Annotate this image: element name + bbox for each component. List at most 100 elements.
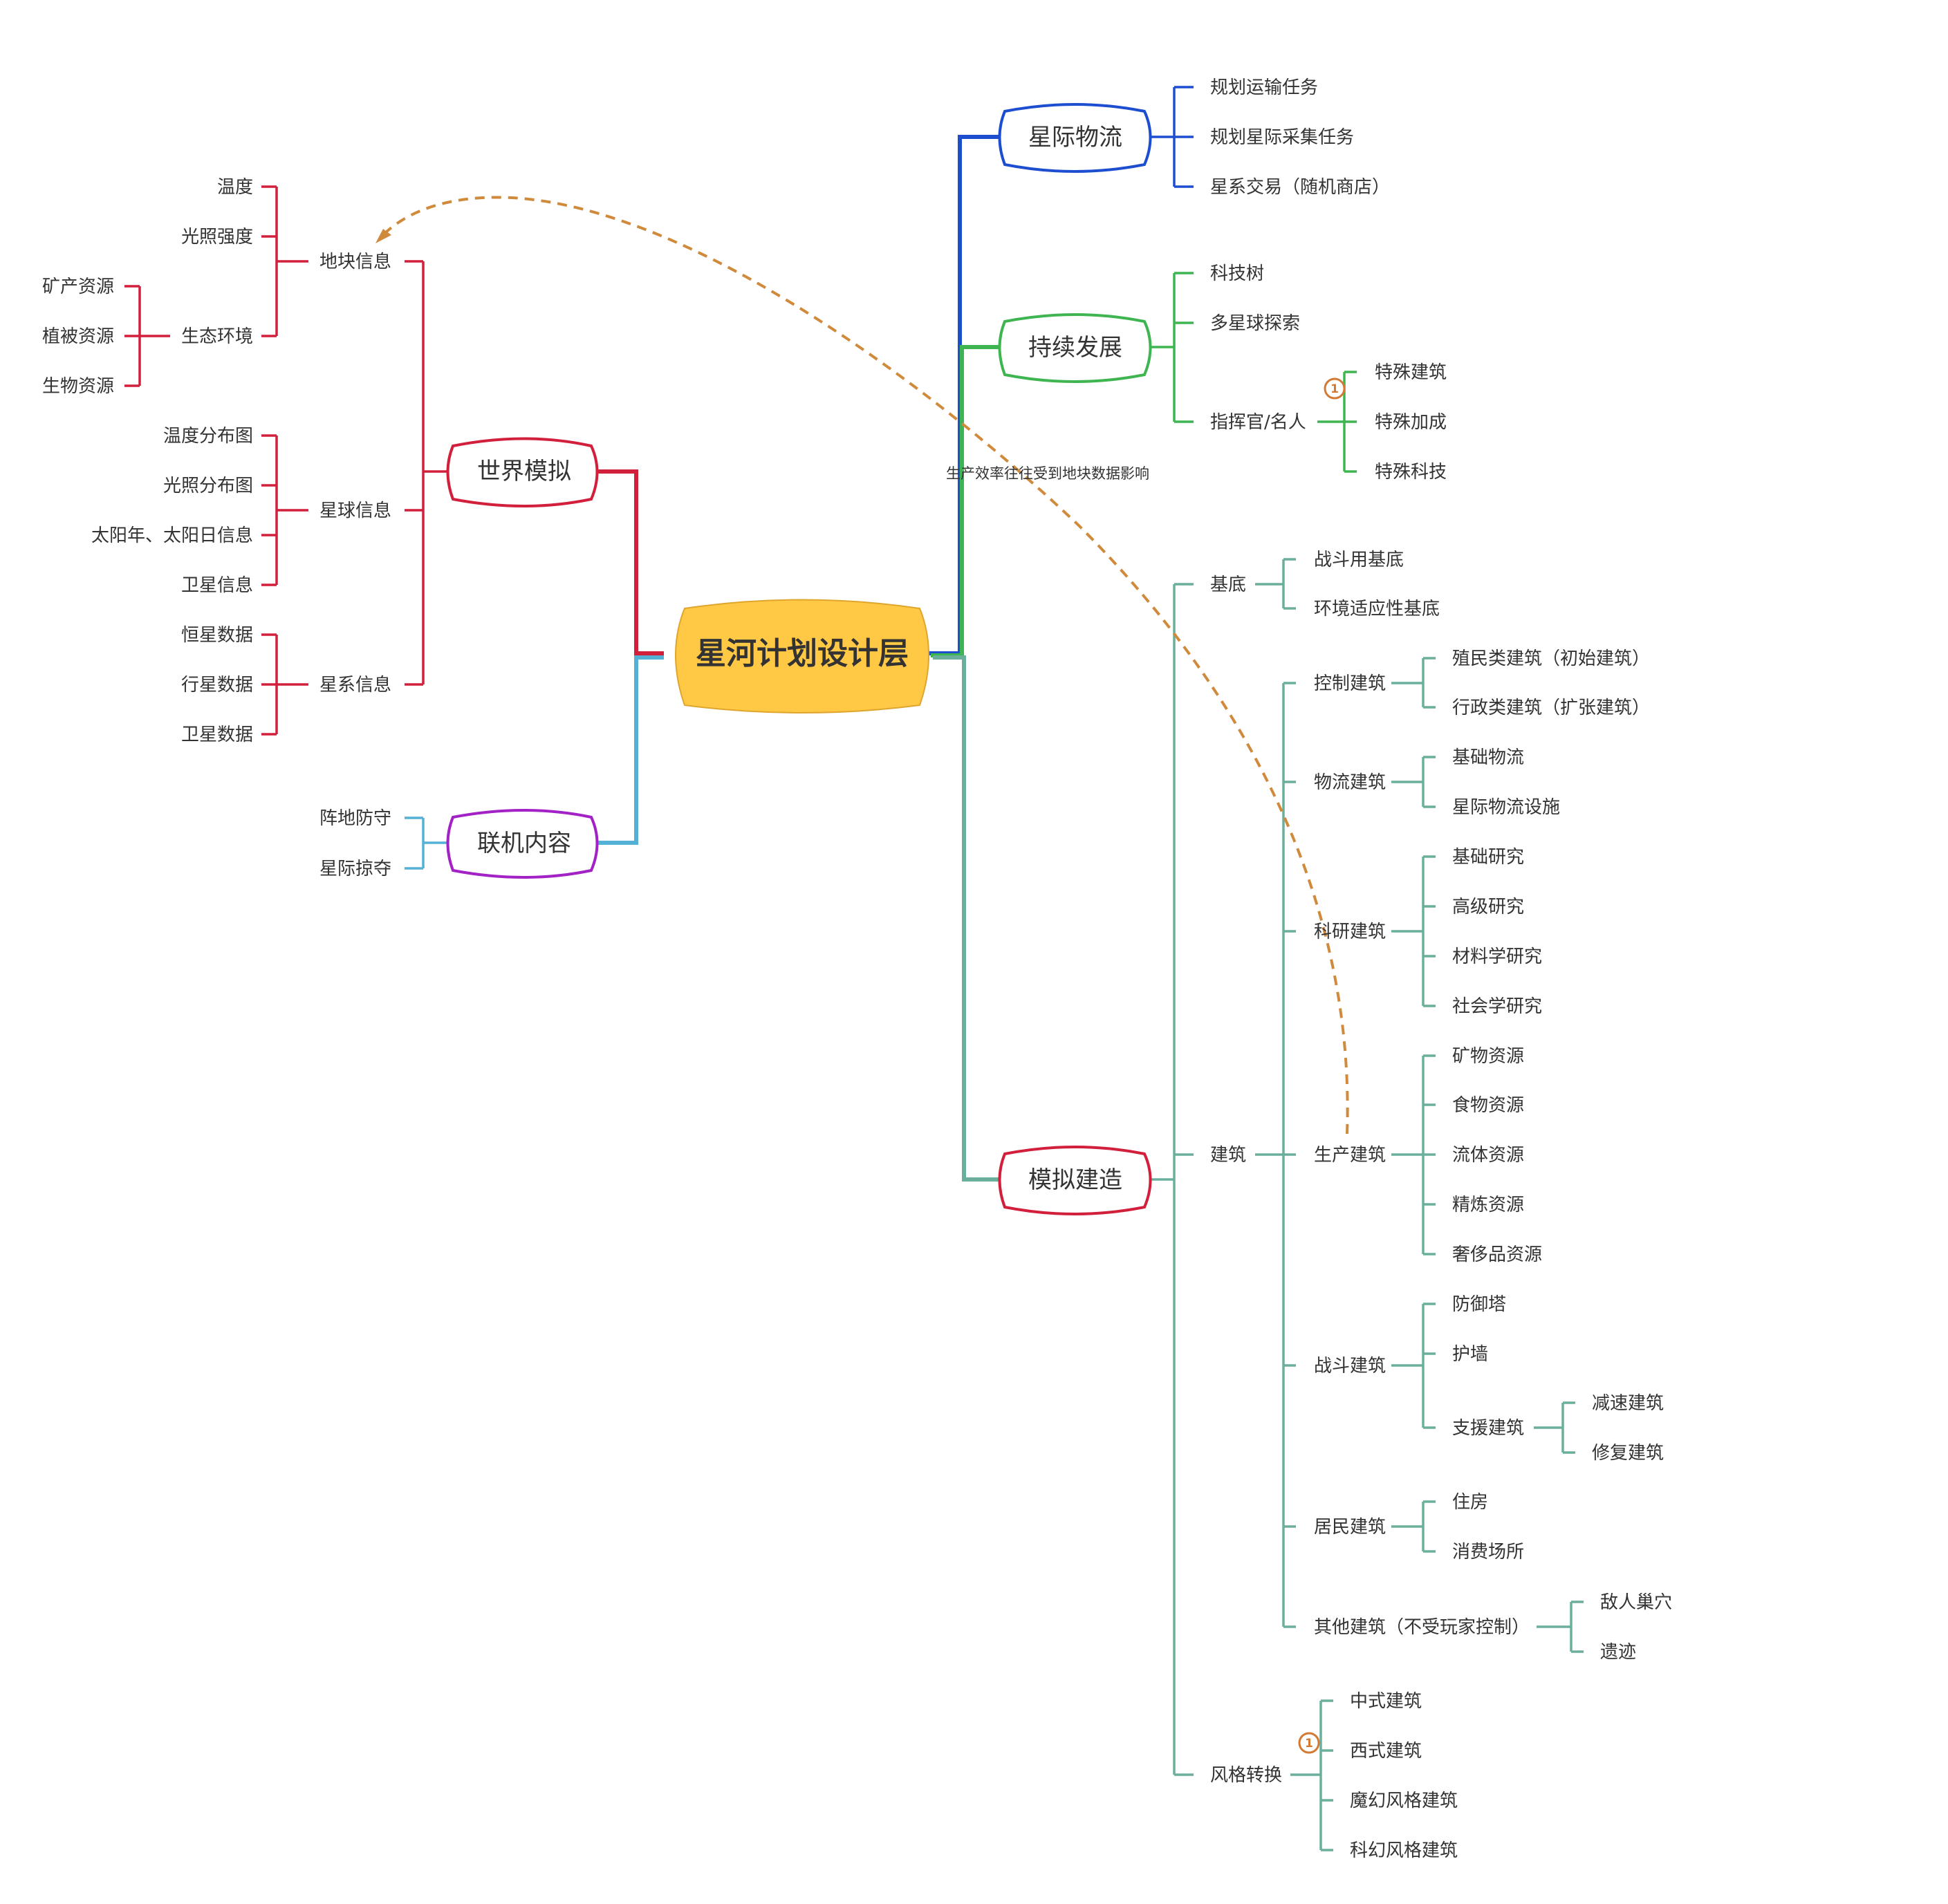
build-shape bbox=[998, 1146, 1152, 1215]
main-node-logistics[interactable]: 星际物流 bbox=[998, 103, 1152, 173]
topic-defense[interactable]: 阵地防守 bbox=[319, 808, 391, 829]
connector-style-children bbox=[1290, 1699, 1333, 1851]
connector-commander-children bbox=[1317, 371, 1357, 473]
topic-slow[interactable]: 减速建筑 bbox=[1592, 1393, 1664, 1414]
topic-collect[interactable]: 规划星际采集任务 bbox=[1210, 127, 1354, 148]
topic-system-satellite[interactable]: 卫星数据 bbox=[181, 725, 253, 745]
logistics-shape bbox=[998, 103, 1152, 173]
topic-ecology[interactable]: 生态环境 bbox=[181, 326, 253, 347]
topic-social-research[interactable]: 社会学研究 bbox=[1452, 996, 1542, 1017]
topic-base[interactable]: 基底 bbox=[1210, 575, 1246, 595]
topic-transport[interactable]: 规划运输任务 bbox=[1210, 77, 1318, 98]
main-node-build[interactable]: 模拟建造 bbox=[998, 1146, 1152, 1215]
topic-planet-info[interactable]: 星球信息 bbox=[319, 501, 391, 521]
topic-interstellar-logistic[interactable]: 星际物流设施 bbox=[1452, 797, 1560, 818]
sustain-shape bbox=[998, 313, 1152, 383]
topic-nest[interactable]: 敌人巢穴 bbox=[1600, 1592, 1672, 1613]
topic-special-bonus[interactable]: 特殊加成 bbox=[1375, 412, 1447, 433]
topic-repair[interactable]: 修复建筑 bbox=[1592, 1443, 1664, 1464]
topic-explore[interactable]: 多星球探索 bbox=[1210, 313, 1300, 334]
topic-star[interactable]: 恒星数据 bbox=[181, 625, 253, 646]
connector-build-children bbox=[1149, 583, 1194, 1776]
topic-mineral-resource[interactable]: 矿物资源 bbox=[1452, 1046, 1524, 1067]
marker-circle-icon bbox=[1324, 377, 1346, 400]
topic-house[interactable]: 住房 bbox=[1452, 1492, 1488, 1513]
topic-fluid-resource[interactable]: 流体资源 bbox=[1452, 1145, 1524, 1166]
topic-system-planet[interactable]: 行星数据 bbox=[181, 675, 253, 696]
topic-admin[interactable]: 行政类建筑（扩张建筑） bbox=[1452, 698, 1650, 718]
topic-colony[interactable]: 殖民类建筑（初始建筑） bbox=[1452, 648, 1650, 669]
topic-basic-logistic[interactable]: 基础物流 bbox=[1452, 747, 1524, 768]
build-topics: 基底 战斗用基底 环境适应性基底 建筑 控制建筑 殖民类建筑（初始建筑） 行政类… bbox=[1210, 550, 1672, 1861]
topic-support[interactable]: 支援建筑 bbox=[1452, 1418, 1524, 1439]
connector-root-build bbox=[933, 655, 999, 1182]
online-shape bbox=[446, 809, 599, 879]
topic-planet-satellite[interactable]: 卫星信息 bbox=[181, 575, 253, 596]
topic-tower[interactable]: 防御塔 bbox=[1452, 1294, 1506, 1315]
relationship[interactable]: 生产效率往往受到地块数据影响 bbox=[375, 196, 1349, 1135]
topic-special-building[interactable]: 特殊建筑 bbox=[1375, 362, 1447, 383]
topic-scifi[interactable]: 科幻风格建筑 bbox=[1350, 1840, 1458, 1861]
sustain-label: 持续发展 bbox=[1028, 334, 1122, 362]
topic-other[interactable]: 其他建筑（不受玩家控制） bbox=[1314, 1617, 1530, 1638]
topic-tech[interactable]: 科技树 bbox=[1210, 263, 1264, 284]
logistics-label: 星际物流 bbox=[1028, 124, 1122, 151]
main-node-online[interactable]: 联机内容 bbox=[446, 809, 599, 879]
topic-vegetation[interactable]: 植被资源 bbox=[42, 326, 114, 347]
topic-ruins[interactable]: 遗迹 bbox=[1600, 1642, 1636, 1663]
topic-research[interactable]: 科研建筑 bbox=[1314, 922, 1386, 942]
topic-basic-research[interactable]: 基础研究 bbox=[1452, 847, 1524, 868]
topic-combat-building[interactable]: 战斗建筑 bbox=[1314, 1356, 1386, 1376]
world-shape bbox=[446, 437, 599, 507]
connector-buildings-children bbox=[1255, 682, 1296, 1628]
topic-resident[interactable]: 居民建筑 bbox=[1314, 1517, 1386, 1538]
root-node[interactable]: 星河计划设计层 bbox=[675, 599, 929, 713]
topic-logistic-building[interactable]: 物流建筑 bbox=[1314, 772, 1386, 793]
topic-combat-base[interactable]: 战斗用基底 bbox=[1314, 550, 1404, 570]
topic-light-map[interactable]: 光照分布图 bbox=[163, 476, 253, 496]
topic-wall[interactable]: 护墙 bbox=[1452, 1344, 1488, 1365]
topic-plot-info[interactable]: 地块信息 bbox=[319, 252, 391, 272]
connector-ecology-children bbox=[124, 285, 170, 387]
topic-light[interactable]: 光照强度 bbox=[181, 227, 253, 248]
connector-system-children bbox=[261, 633, 308, 736]
world-sim-topics: 地块信息 温度 光照强度 生态环境 矿产资源 植被资源 生物资源 星球信息 温度… bbox=[42, 177, 391, 745]
topic-style[interactable]: 风格转换 bbox=[1210, 1765, 1282, 1786]
main-node-world[interactable]: 世界模拟 bbox=[446, 437, 599, 507]
topic-chinese[interactable]: 中式建筑 bbox=[1350, 1691, 1422, 1712]
connector-root-online bbox=[596, 655, 664, 845]
topic-control[interactable]: 控制建筑 bbox=[1314, 673, 1386, 694]
topic-commander[interactable]: 指挥官/名人 bbox=[1210, 412, 1306, 433]
sustain-marker-label: 1 bbox=[1330, 382, 1339, 396]
style-marker-label: 1 bbox=[1305, 1737, 1313, 1751]
topic-raid[interactable]: 星际掠夺 bbox=[319, 859, 391, 879]
topic-fantasy[interactable]: 魔幻风格建筑 bbox=[1350, 1791, 1458, 1811]
topic-consume[interactable]: 消费场所 bbox=[1452, 1542, 1524, 1562]
topic-special-tech[interactable]: 特殊科技 bbox=[1375, 462, 1447, 483]
topic-luxury-resource[interactable]: 奢侈品资源 bbox=[1452, 1244, 1542, 1265]
topic-trade[interactable]: 星系交易（随机商店） bbox=[1210, 177, 1390, 198]
topic-solar[interactable]: 太阳年、太阳日信息 bbox=[91, 525, 253, 546]
main-node-sustain[interactable]: 持续发展 bbox=[998, 313, 1152, 383]
topic-refined-resource[interactable]: 精炼资源 bbox=[1452, 1195, 1524, 1215]
topic-temperature[interactable]: 温度 bbox=[217, 177, 253, 198]
topic-buildings[interactable]: 建筑 bbox=[1210, 1145, 1246, 1166]
relationship-line[interactable] bbox=[378, 196, 1349, 1135]
topic-advanced-research[interactable]: 高级研究 bbox=[1452, 897, 1524, 917]
topic-material-research[interactable]: 材料学研究 bbox=[1452, 946, 1542, 967]
topic-production[interactable]: 生产建筑 bbox=[1314, 1145, 1386, 1166]
sustain-topics: 科技树 多星球探索 指挥官/名人 特殊建筑 特殊加成 特殊科技 1 bbox=[1210, 263, 1447, 483]
connector-support-children bbox=[1534, 1401, 1575, 1454]
style-marker[interactable]: 1 bbox=[1298, 1732, 1320, 1754]
topic-western[interactable]: 西式建筑 bbox=[1350, 1741, 1422, 1762]
topic-food-resource[interactable]: 食物资源 bbox=[1452, 1095, 1524, 1116]
topic-temp-map[interactable]: 温度分布图 bbox=[163, 426, 253, 447]
connector-logistics-children bbox=[1149, 86, 1194, 188]
topic-env-base[interactable]: 环境适应性基底 bbox=[1314, 599, 1440, 619]
topic-mineral[interactable]: 矿产资源 bbox=[42, 277, 114, 297]
topic-system-info[interactable]: 星系信息 bbox=[319, 675, 391, 696]
logistics-topics: 规划运输任务 规划星际采集任务 星系交易（随机商店） bbox=[1210, 77, 1390, 198]
topic-bio[interactable]: 生物资源 bbox=[42, 376, 114, 397]
sustain-marker[interactable]: 1 bbox=[1324, 377, 1346, 400]
